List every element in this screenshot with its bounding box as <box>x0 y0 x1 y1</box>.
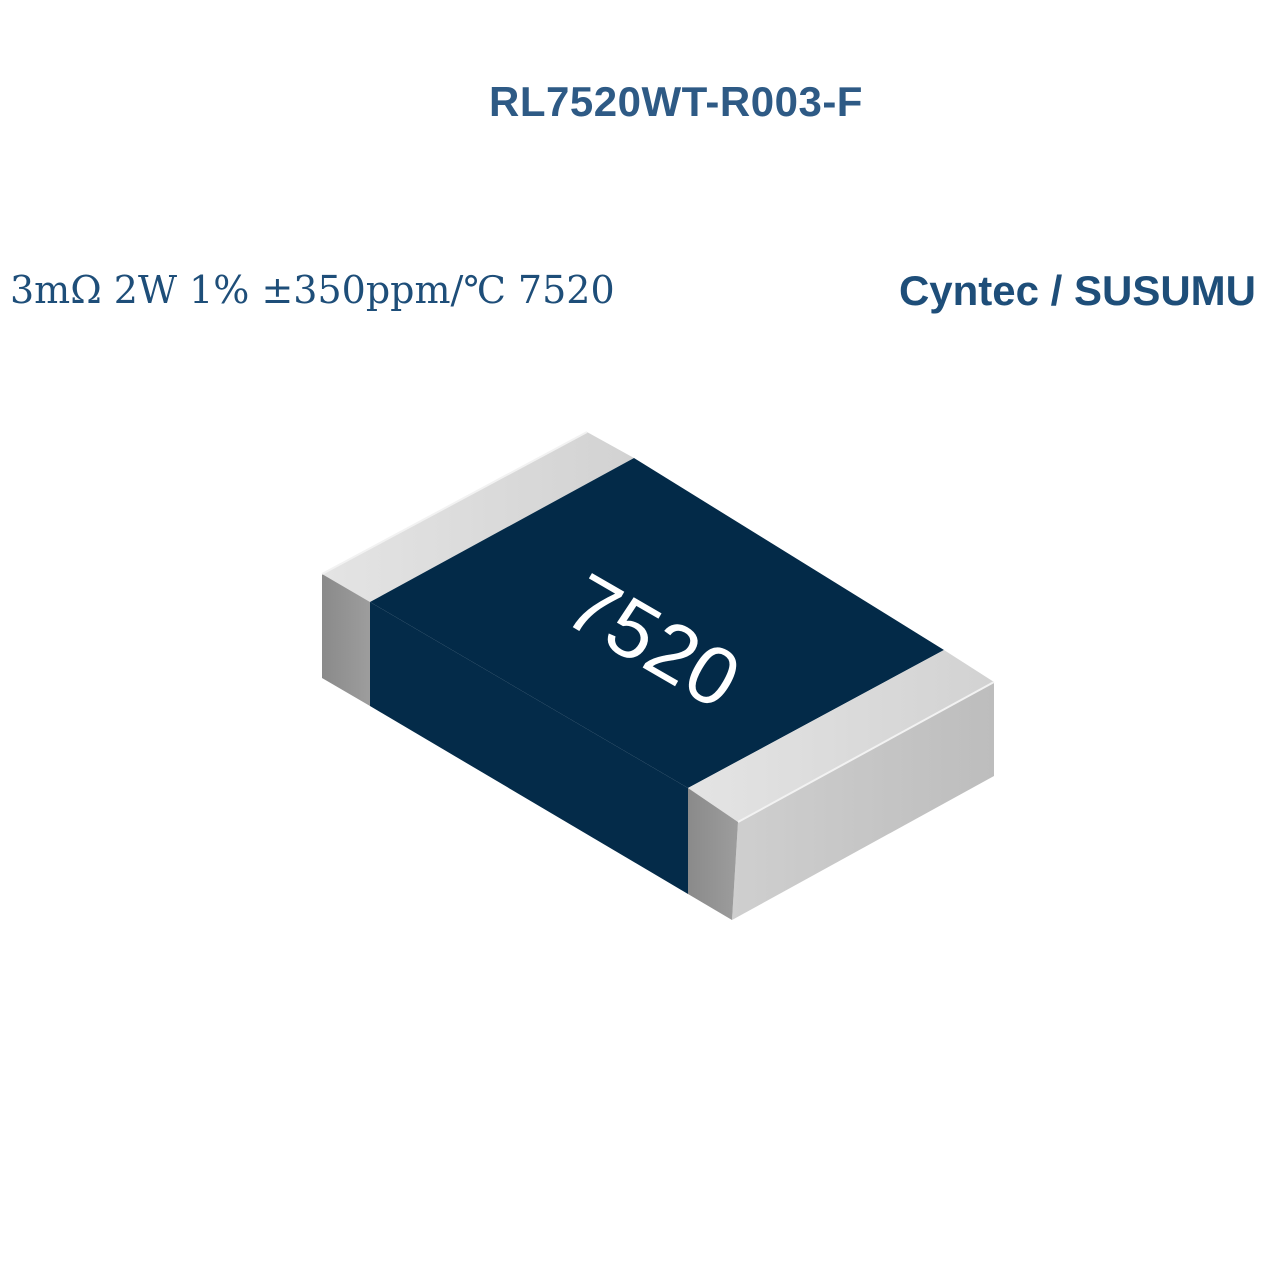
manufacturer-label: Cyntec / SUSUMU <box>898 267 1256 314</box>
left-terminal-edge <box>321 431 588 575</box>
right-terminal-side <box>732 682 994 920</box>
right-terminal-top <box>688 650 994 822</box>
resistor-body-top <box>370 458 944 788</box>
left-terminal-end <box>322 574 370 706</box>
spec-line: 3mΩ 2W 1% ±350ppm/℃ 7520 <box>10 268 615 312</box>
part-number-title: RL7520WT-R003-F <box>489 78 863 125</box>
right-terminal-edge <box>737 681 995 823</box>
left-terminal-top <box>322 432 634 602</box>
right-terminal-end <box>688 788 738 920</box>
resistor-body-side <box>370 602 688 894</box>
